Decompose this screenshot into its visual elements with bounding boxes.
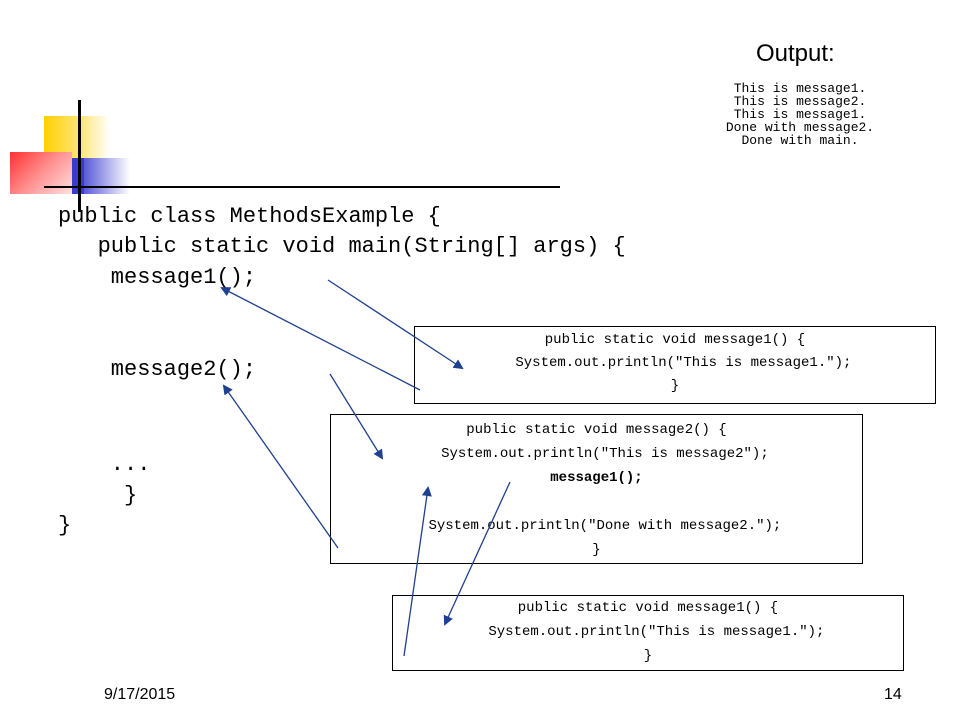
output-line: This is message1. — [733, 81, 867, 96]
deco-vertical-line — [78, 100, 81, 212]
code-line-main-decl: public static void main(String[] args) { — [58, 234, 626, 259]
code-box-line: } — [670, 378, 680, 394]
decorative-logo — [0, 0, 560, 212]
deco-yellow-fade — [82, 116, 110, 164]
code-line-call-message2: message2(); — [58, 357, 257, 382]
arrow-call-to-message2 — [329, 373, 384, 460]
output-title: Output: — [756, 40, 835, 67]
arrow-nested-call-message1 — [443, 481, 511, 626]
code-box-line: System.out.println("This is message2"); — [424, 446, 769, 462]
footer-date: 9/17/2015 — [104, 686, 176, 703]
code-line-close-class: } — [58, 513, 72, 538]
output-line: This is message2. — [733, 94, 867, 109]
code-line-ellipsis: ... — [58, 452, 151, 477]
code-box-line: public static void message1() { — [517, 600, 779, 616]
output-line: Done with main. — [741, 133, 859, 148]
code-box-line: public static void message1() { — [544, 332, 806, 348]
code-box-line: } — [643, 648, 653, 664]
code-box-message2: public static void message2() { System.o… — [330, 414, 863, 564]
deco-horizontal-line — [44, 186, 560, 188]
output-line: This is message1. — [733, 107, 867, 122]
code-line-class-decl: public class MethodsExample { — [58, 204, 441, 229]
code-box-message1-top: public static void message1() { System.o… — [414, 326, 936, 404]
code-line-close-main: } — [58, 483, 138, 508]
arrow-return-from-message1 — [220, 287, 421, 391]
code-line-call-message1: message1(); — [58, 265, 257, 290]
code-box-line: System.out.println("Done with message2."… — [411, 518, 782, 534]
code-box-line: System.out.println("This is message1."); — [498, 355, 852, 371]
output-line: Done with message2. — [725, 120, 875, 135]
arrow-call-to-message1 — [327, 279, 464, 370]
code-box-line: } — [592, 542, 601, 558]
arrow-nested-return-message1 — [403, 486, 432, 657]
deco-blue-fade — [84, 158, 130, 194]
footer-page-number: 14 — [884, 686, 902, 703]
code-box-line: public static void message2() { — [466, 422, 727, 438]
arrow-return-from-message2 — [222, 384, 339, 549]
code-box-line: System.out.println("This is message1."); — [471, 624, 825, 640]
code-box-line-bold-call: message1(); — [550, 470, 643, 486]
code-box-message1-bottom: public static void message1() { System.o… — [392, 595, 904, 671]
